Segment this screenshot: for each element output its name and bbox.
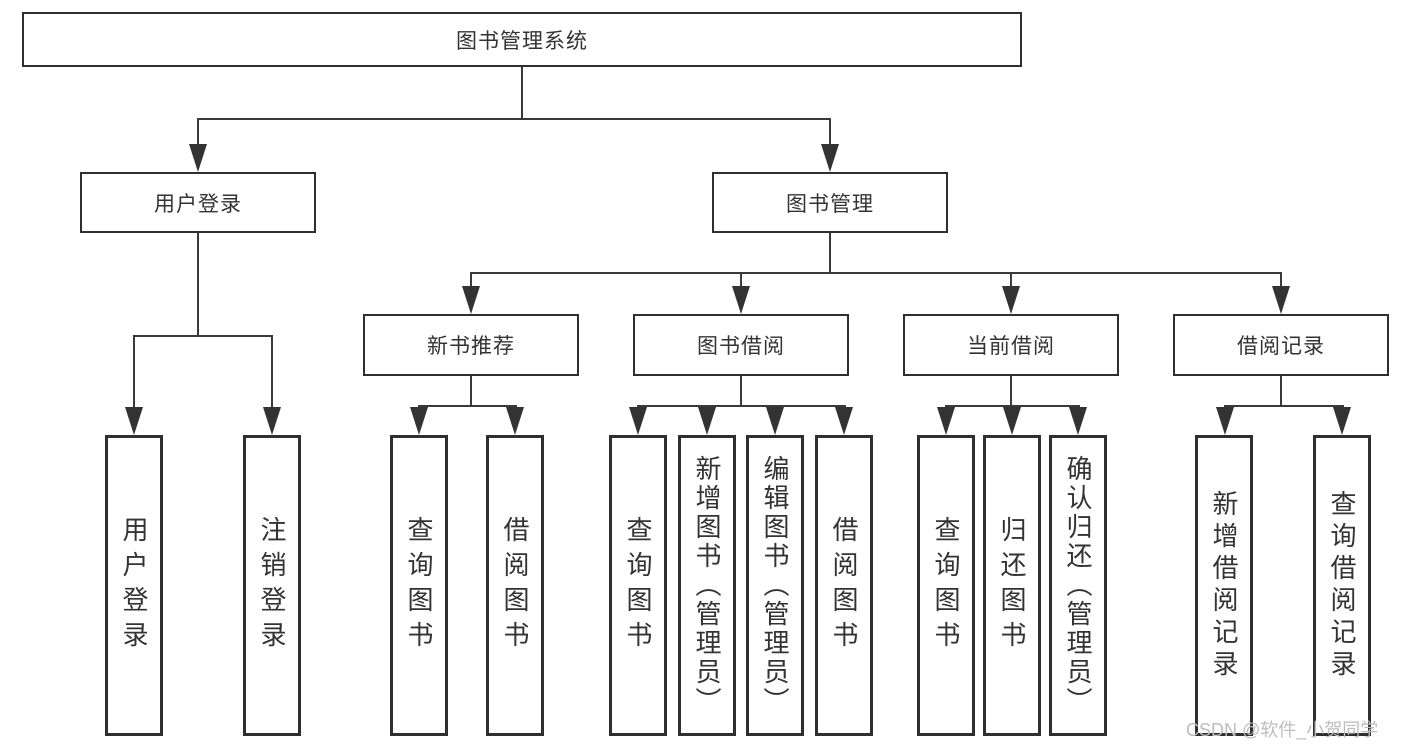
arrow-down-icon: [766, 407, 784, 435]
leaf-label: 用户登录: [119, 515, 149, 656]
connector: [637, 405, 846, 407]
leaf-return-books: 归还图书: [983, 435, 1041, 736]
node-label: 图书借阅: [697, 335, 785, 358]
leaf-label: 归还图书: [997, 515, 1027, 656]
arrow-down-icon: [1272, 286, 1290, 314]
connector: [418, 405, 517, 407]
connector: [1280, 272, 1282, 290]
leaf-logout: 注销登录: [243, 435, 301, 736]
leaf-query-books: 查询图书: [609, 435, 667, 736]
leaf-query-borrow-record: 查询借阅记录: [1313, 435, 1371, 736]
connector: [740, 272, 742, 290]
node-label: 图书管理系统: [456, 29, 588, 53]
leaf-label: 新增借阅记录: [1209, 489, 1239, 682]
connector: [470, 272, 1282, 274]
connector: [470, 374, 472, 407]
leaf-query-books: 查询图书: [390, 435, 448, 736]
arrow-down-icon: [506, 407, 524, 435]
leaf-add-borrow-record: 新增借阅记录: [1195, 435, 1253, 736]
connector: [197, 231, 199, 337]
leaf-query-books: 查询图书: [917, 435, 975, 736]
leaf-label: 新增图书（管理员）: [692, 455, 722, 716]
arrow-down-icon: [410, 407, 428, 435]
arrow-down-icon: [835, 407, 853, 435]
connector: [945, 405, 1080, 407]
connector: [271, 335, 273, 411]
arrow-down-icon: [698, 407, 716, 435]
arrow-down-icon: [189, 144, 207, 172]
leaf-label: 借阅图书: [500, 515, 530, 656]
leaf-label: 查询图书: [623, 515, 653, 656]
arrow-down-icon: [732, 286, 750, 314]
watermark: CSDN @软件_小贺同学: [1186, 720, 1379, 740]
arrow-down-icon: [1333, 407, 1351, 435]
leaf-edit-book-admin: 编辑图书（管理员）: [746, 435, 804, 736]
leaf-borrow-books: 借阅图书: [815, 435, 873, 736]
node-label: 当前借阅: [967, 335, 1055, 358]
node-label: 图书管理: [786, 192, 874, 216]
arrow-down-icon: [1216, 407, 1234, 435]
node-label: 借阅记录: [1237, 335, 1325, 358]
connector: [521, 67, 523, 120]
node-label: 用户登录: [154, 192, 242, 216]
node-library-management-system: 图书管理系统: [22, 12, 1022, 67]
node-book-borrowing: 图书借阅: [633, 314, 849, 376]
node-current-borrowing: 当前借阅: [903, 314, 1119, 376]
leaf-label: 编辑图书（管理员）: [760, 455, 790, 716]
leaf-add-book-admin: 新增图书（管理员）: [678, 435, 736, 736]
node-new-book-recommendation: 新书推荐: [363, 314, 579, 376]
arrow-down-icon: [462, 286, 480, 314]
connector: [133, 335, 135, 411]
arrow-down-icon: [937, 407, 955, 435]
connector: [829, 231, 831, 274]
arrow-down-icon: [821, 144, 839, 172]
arrow-down-icon: [1069, 407, 1087, 435]
node-label: 新书推荐: [427, 335, 515, 358]
node-user-login: 用户登录: [80, 172, 316, 233]
leaf-label: 确认归还（管理员）: [1063, 455, 1093, 716]
arrow-down-icon: [629, 407, 647, 435]
node-book-management: 图书管理: [712, 172, 948, 233]
connector: [133, 335, 273, 337]
connector: [1224, 405, 1344, 407]
leaf-borrow-books: 借阅图书: [486, 435, 544, 736]
connector: [1010, 374, 1012, 407]
arrow-down-icon: [263, 407, 281, 435]
leaf-label: 查询图书: [931, 515, 961, 656]
connector: [1010, 272, 1012, 290]
arrow-down-icon: [125, 407, 143, 435]
connector: [829, 118, 831, 148]
leaf-user-login: 用户登录: [105, 435, 163, 736]
arrow-down-icon: [1002, 286, 1020, 314]
connector: [740, 374, 742, 407]
leaf-label: 查询图书: [404, 515, 434, 656]
leaf-label: 借阅图书: [829, 515, 859, 656]
arrow-down-icon: [1003, 407, 1021, 435]
connector: [470, 272, 472, 290]
connector: [197, 118, 831, 120]
connector: [197, 118, 199, 148]
leaf-label: 查询借阅记录: [1327, 489, 1357, 682]
connector: [1280, 374, 1282, 407]
node-borrowing-records: 借阅记录: [1173, 314, 1389, 376]
leaf-confirm-return-admin: 确认归还（管理员）: [1049, 435, 1107, 736]
leaf-label: 注销登录: [257, 515, 287, 656]
